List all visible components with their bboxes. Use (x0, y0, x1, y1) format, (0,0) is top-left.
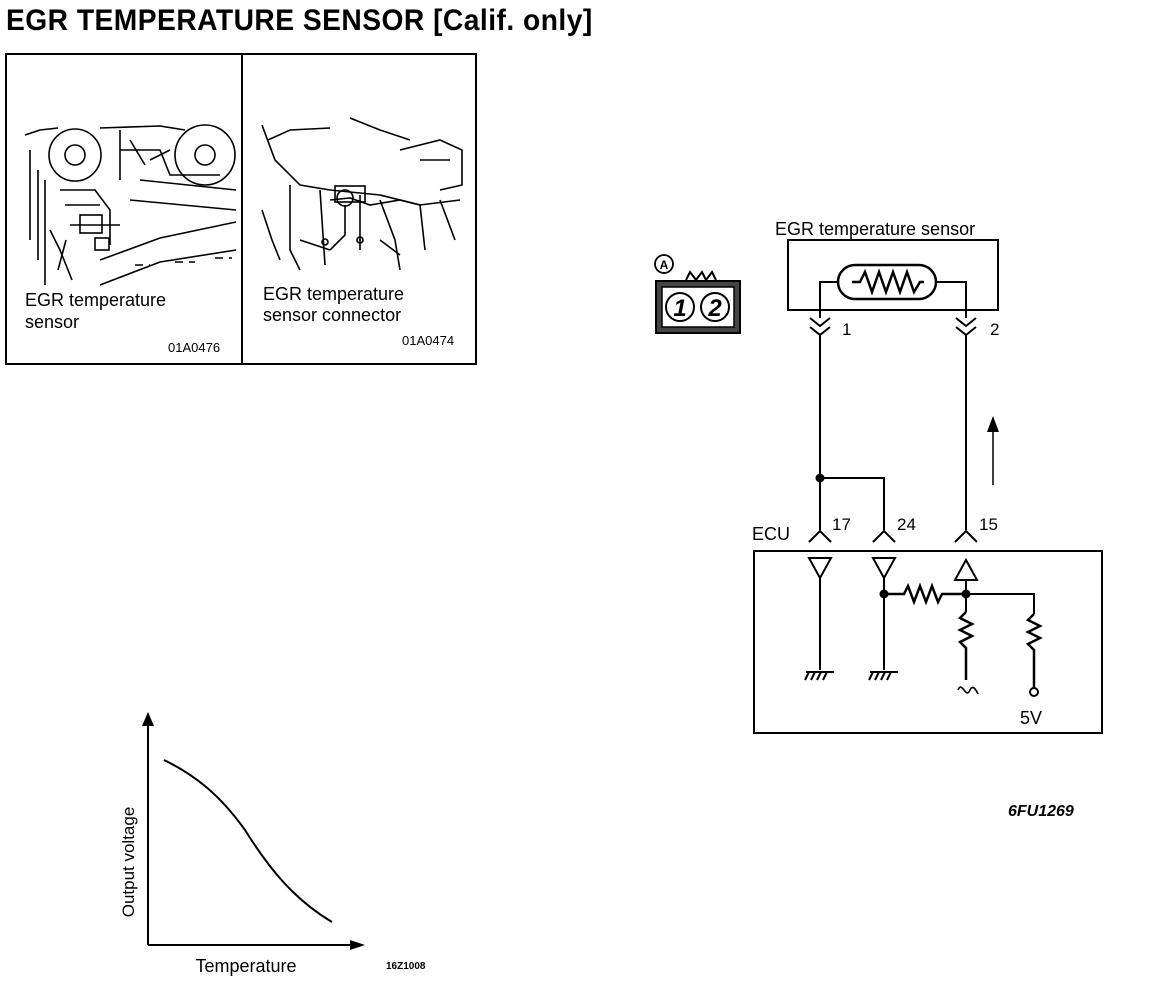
output-graph: Temperature Output voltage 16Z1008 (119, 712, 426, 976)
connector-icon: A 1 2 (654, 254, 741, 334)
graph-x-label: Temperature (195, 956, 296, 976)
connector-pin-1: 1 (673, 295, 686, 322)
photo-panel-sensor: EGR temperature sensor 01A0476 (5, 53, 243, 365)
photo-caption-sensor-line1: EGR temperature (25, 290, 166, 310)
photo-caption-connector-line2: sensor connector (263, 305, 401, 325)
ecu-terminal-15: 15 (979, 515, 998, 534)
sensor-pin-1-label: 1 (842, 320, 851, 339)
photo-caption-connector-line1: EGR temperature (263, 284, 404, 304)
ecu-terminal-24: 24 (897, 515, 916, 534)
engine-sketch-sensor (24, 124, 237, 286)
graph-figure-code: 16Z1008 (386, 961, 426, 972)
photo-code-connector: 01A0474 (402, 333, 454, 348)
ecu-label: ECU (752, 524, 790, 544)
page-title: EGR TEMPERATURE SENSOR [Calif. only] (6, 4, 593, 37)
connector-pin-2: 2 (707, 295, 722, 322)
photo-caption-sensor-line2: sensor (25, 312, 79, 332)
ecu-box (753, 550, 1103, 734)
photo-panel-connector: EGR temperature sensor connector 01A0474 (241, 53, 477, 365)
circuit-figure-code: 6FU1269 (1008, 803, 1074, 820)
connector-tag: A (660, 258, 669, 272)
ecu-terminal-17: 17 (832, 515, 851, 534)
circuit-diagram: EGR temperature sensor 1 2 17 24 15 ECU (752, 219, 1103, 820)
photo-code-sensor: 01A0476 (168, 340, 220, 355)
graph-curve (163, 759, 333, 923)
voltage-label: 5V (1020, 708, 1042, 728)
sensor-box (787, 239, 999, 311)
graph-y-label: Output voltage (119, 807, 138, 918)
engine-sketch-connector (261, 117, 463, 271)
sensor-label: EGR temperature sensor (775, 219, 975, 239)
sensor-pin-2-label: 2 (990, 320, 999, 339)
